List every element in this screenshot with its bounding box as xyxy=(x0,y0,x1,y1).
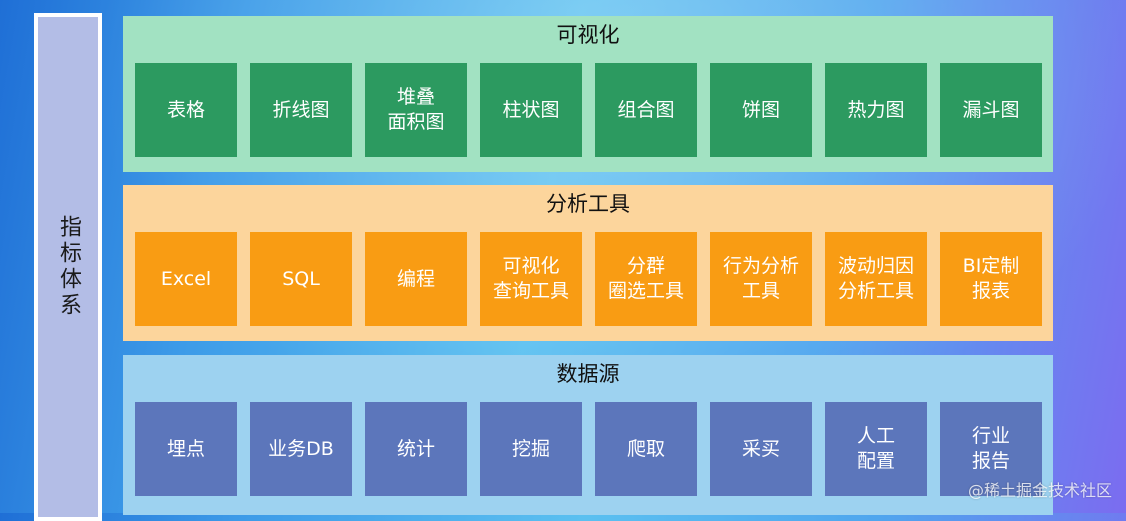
source-tile-mining: 挖掘 xyxy=(480,402,582,496)
visualization-tiles: 表格 折线图 堆叠面积图 柱状图 组合图 饼图 热力图 漏斗图 xyxy=(135,63,1045,157)
viz-tile-bar-chart: 柱状图 xyxy=(480,63,582,157)
tool-tile-excel: Excel xyxy=(135,232,237,326)
source-tile-purchase: 采买 xyxy=(710,402,812,496)
tool-tile-programming: 编程 xyxy=(365,232,467,326)
source-tile-manual-config: 人工配置 xyxy=(825,402,927,496)
data-source-tiles: 埋点 业务DB 统计 挖掘 爬取 采买 人工配置 行业报告 xyxy=(135,402,1045,496)
source-tile-statistics: 统计 xyxy=(365,402,467,496)
tool-tile-behavior-analysis: 行为分析工具 xyxy=(710,232,812,326)
viz-tile-combo-chart: 组合图 xyxy=(595,63,697,157)
viz-tile-stacked-area-chart: 堆叠面积图 xyxy=(365,63,467,157)
metric-system-label: 指标体系 xyxy=(56,215,81,319)
analysis-tools-layer-title: 分析工具 xyxy=(546,192,630,216)
visualization-layer-title: 可视化 xyxy=(556,23,620,47)
analysis-tools-layer: 分析工具 Excel SQL 编程 可视化查询工具 分群圈选工具 行为分析工具 … xyxy=(123,185,1053,341)
tool-tile-segmentation: 分群圈选工具 xyxy=(595,232,697,326)
tool-tile-visual-query: 可视化查询工具 xyxy=(480,232,582,326)
viz-tile-line-chart: 折线图 xyxy=(250,63,352,157)
viz-tile-heatmap: 热力图 xyxy=(825,63,927,157)
tool-tile-fluctuation-attribution: 波动归因分析工具 xyxy=(825,232,927,326)
data-source-layer: 数据源 埋点 业务DB 统计 挖掘 爬取 采买 人工配置 行业报告 xyxy=(123,355,1053,515)
source-tile-tracking: 埋点 xyxy=(135,402,237,496)
data-source-layer-title: 数据源 xyxy=(556,362,620,386)
tool-tile-sql: SQL xyxy=(250,232,352,326)
watermark-text: @稀土掘金技术社区 xyxy=(967,481,1112,500)
viz-tile-table: 表格 xyxy=(135,63,237,157)
visualization-layer: 可视化 表格 折线图 堆叠面积图 柱状图 组合图 饼图 热力图 漏斗图 xyxy=(123,16,1053,172)
tool-tile-bi-report: BI定制报表 xyxy=(940,232,1042,326)
metric-system-panel: 指标体系 xyxy=(34,13,102,521)
source-tile-business-db: 业务DB xyxy=(250,402,352,496)
viz-tile-pie-chart: 饼图 xyxy=(710,63,812,157)
viz-tile-funnel-chart: 漏斗图 xyxy=(940,63,1042,157)
source-tile-industry-report: 行业报告 xyxy=(940,402,1042,496)
source-tile-crawling: 爬取 xyxy=(595,402,697,496)
analysis-tools-tiles: Excel SQL 编程 可视化查询工具 分群圈选工具 行为分析工具 波动归因分… xyxy=(135,232,1045,326)
